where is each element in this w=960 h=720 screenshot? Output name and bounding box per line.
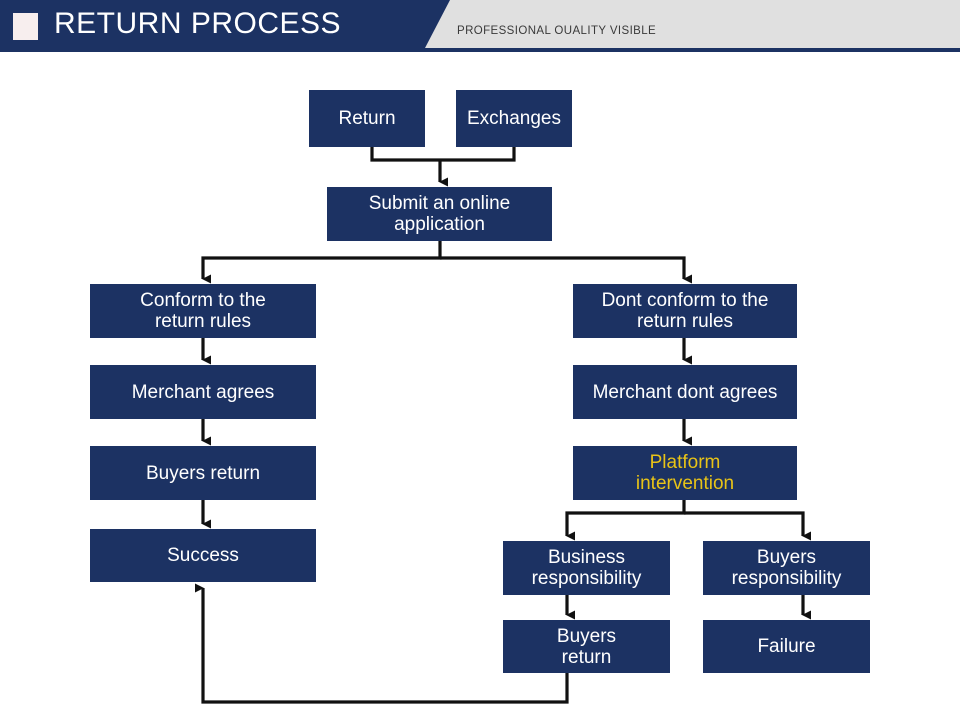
node-success[interactable]: Success <box>90 529 316 582</box>
node-label: Success <box>167 545 239 566</box>
page-header: RETURN PROCESS PROFESSIONAL OUALITY VISI… <box>0 0 960 52</box>
header-subtitle: PROFESSIONAL OUALITY VISIBLE <box>457 25 657 37</box>
edge-merge-top <box>370 147 516 162</box>
node-label: Buyers return <box>556 625 617 668</box>
node-label: Business responsibility <box>531 547 642 589</box>
node-merchant-dont-agrees[interactable]: Merchant dont agrees <box>573 365 797 419</box>
node-label: Merchant agrees <box>131 381 275 403</box>
node-label: Buyers return <box>145 462 261 484</box>
node-buyers-responsibility[interactable]: Buyers responsibility <box>703 541 870 595</box>
header-underline <box>0 48 960 52</box>
edge-submit-to-conform <box>201 241 442 284</box>
node-label: Conform to the return rules <box>140 290 266 332</box>
node-return[interactable]: Return <box>309 90 425 147</box>
node-label: Platform intervention <box>635 452 735 494</box>
node-submit-application[interactable]: Submit an online application <box>327 187 552 241</box>
edge-platform-to-business <box>565 500 686 541</box>
node-conform-to-return-rules[interactable]: Conform to the return rules <box>90 284 316 338</box>
node-dont-conform-to-return-rules[interactable]: Dont conform to the return rules <box>573 284 797 338</box>
node-label: Failure <box>757 636 816 657</box>
page-title: RETURN PROCESS <box>54 7 342 40</box>
node-label: Submit an online application <box>368 193 511 235</box>
node-exchanges[interactable]: Exchanges <box>456 90 572 147</box>
node-business-responsibility[interactable]: Business responsibility <box>503 541 670 595</box>
node-buyers-return-right[interactable]: Buyers return <box>503 620 670 673</box>
node-label: Exchanges <box>466 108 561 129</box>
node-label: Dont conform to the return rules <box>601 290 769 332</box>
header-accent-square-icon <box>13 13 38 40</box>
node-label: Buyers responsibility <box>731 547 842 589</box>
edge-submit-to-dontconform <box>440 256 692 284</box>
edge-platform-to-buyersresp <box>684 511 811 541</box>
node-failure[interactable]: Failure <box>703 620 870 673</box>
node-merchant-agrees[interactable]: Merchant agrees <box>90 365 316 419</box>
node-buyers-return-left[interactable]: Buyers return <box>90 446 316 500</box>
node-label: Return <box>338 108 396 129</box>
node-label: Merchant dont agrees <box>592 381 778 403</box>
node-platform-intervention[interactable]: Platform intervention <box>573 446 797 500</box>
header-navy-band <box>0 0 450 48</box>
